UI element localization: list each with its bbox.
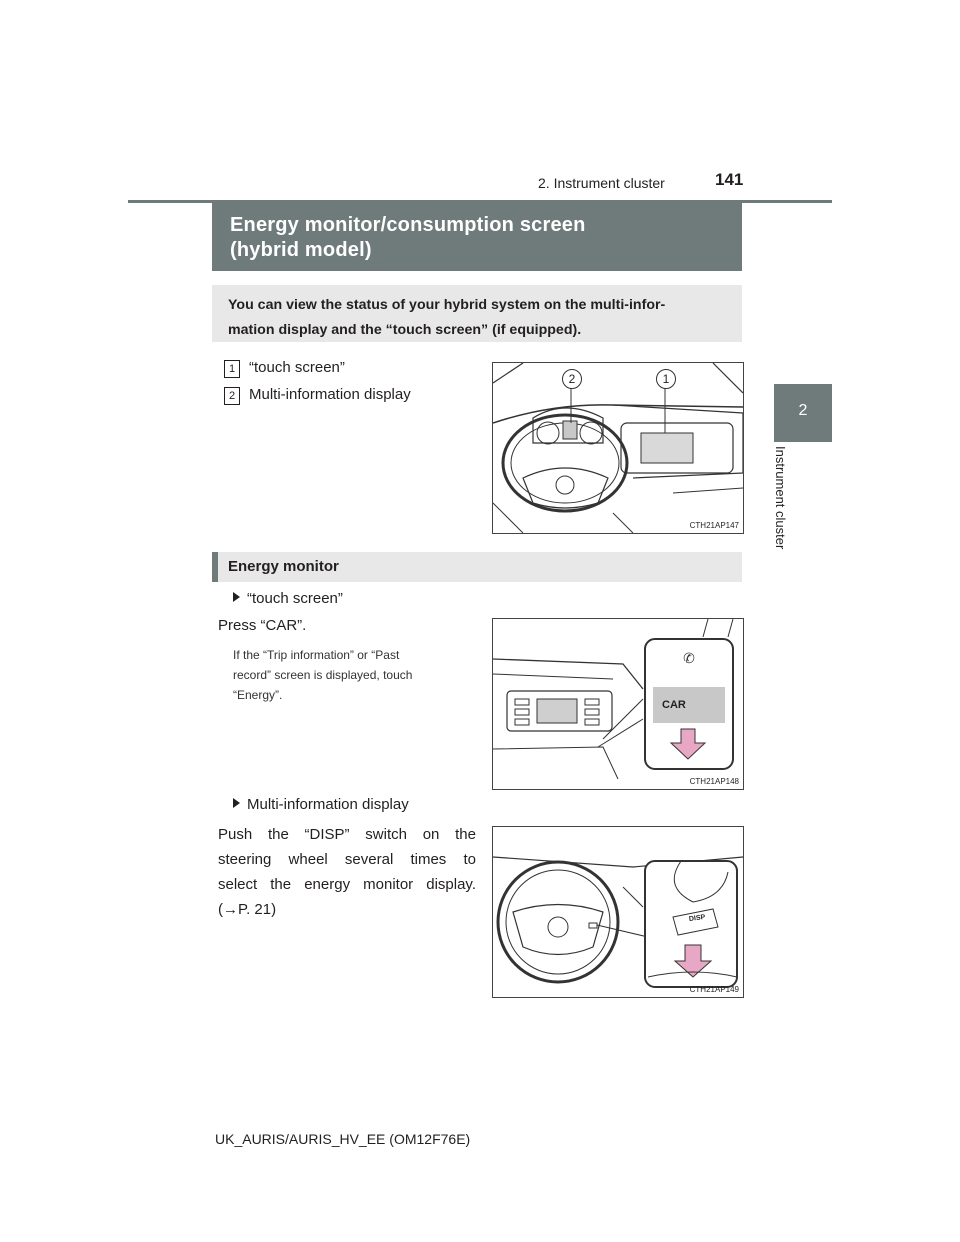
figure-car-button: ✆ CAR CTH21AP148 (492, 618, 744, 790)
car-button-label: CAR (662, 699, 686, 711)
arrow-right-icon (233, 798, 240, 808)
intro-line1: You can view the status of your hybrid s… (228, 297, 666, 313)
body-line4: (→P. 21) (218, 901, 277, 918)
chapter-tab-number: 2 (798, 402, 808, 419)
arrow-right-icon (233, 592, 240, 602)
item-touch-screen: “touch screen” (233, 590, 343, 607)
chapter-tab: 2 (774, 384, 832, 442)
body-line2: steering wheel several times to (218, 851, 476, 868)
figure-label-2: 2 (562, 369, 582, 389)
svg-text:✆: ✆ (683, 651, 695, 667)
page-number: 141 (715, 170, 744, 189)
footer-model-code: UK_AURIS/AURIS_HV_EE (OM12F76E) (215, 1131, 471, 1147)
note-line2: record” screen is displayed, touch (233, 668, 413, 682)
section-title-line2: (hybrid model) (230, 239, 372, 261)
item-touch-screen-note: If the “Trip information” or “Past recor… (233, 645, 480, 705)
item-touch-screen-step: Press “CAR”. (218, 617, 307, 634)
item-touch-screen-title: “touch screen” (247, 590, 343, 607)
body-line1: Push the “DISP” switch on the (218, 826, 476, 843)
chapter-tab-label-text: Instrument cluster (773, 446, 788, 550)
item-multi-info-title: Multi-information display (247, 796, 409, 813)
header-rule (128, 200, 832, 203)
chapter-title: 2. Instrument cluster (538, 175, 665, 191)
dashboard-illustration (493, 363, 743, 533)
note-line1: If the “Trip information” or “Past (233, 648, 400, 662)
center-console-illustration: ✆ (493, 619, 734, 780)
intro-line2: mation display and the “touch screen” (i… (228, 322, 582, 338)
note-line3: “Energy”. (233, 688, 283, 702)
figure-code: CTH21AP148 (689, 777, 739, 786)
section-title-line1: Energy monitor/consumption screen (230, 214, 586, 236)
figure-label-1: 1 (656, 369, 676, 389)
figure-code: CTH21AP149 (689, 985, 739, 994)
callout-badge-2: 2 (224, 387, 240, 405)
subheading-bar (212, 552, 218, 582)
subheading-energy-monitor: Energy monitor (212, 552, 742, 582)
intro-text: You can view the status of your hybrid s… (228, 293, 733, 343)
callout-text-2: Multi-information display (249, 386, 411, 403)
figure-dashboard-overview: 2 1 CTH21AP147 (492, 362, 744, 534)
section-title: Energy monitor/consumption screen (hybri… (230, 213, 586, 263)
section-title-banner: Energy monitor/consumption screen (hybri… (212, 203, 742, 271)
item-multi-info-text: Push the “DISP” switch on the steering w… (218, 822, 476, 922)
subheading-text: Energy monitor (228, 558, 339, 575)
callout-text-1: “touch screen” (249, 359, 345, 376)
chapter-tab-label: Instrument cluster (772, 446, 794, 576)
body-line3: select the energy monitor display. (218, 876, 476, 893)
steering-wheel-illustration (493, 856, 743, 988)
item-multi-info: Multi-information display (233, 796, 409, 813)
intro-box: You can view the status of your hybrid s… (212, 285, 742, 342)
figure-code: CTH21AP147 (689, 521, 739, 530)
figure-disp-switch: DISP CTH21AP149 (492, 826, 744, 998)
callout-badge-1: 1 (224, 360, 240, 378)
